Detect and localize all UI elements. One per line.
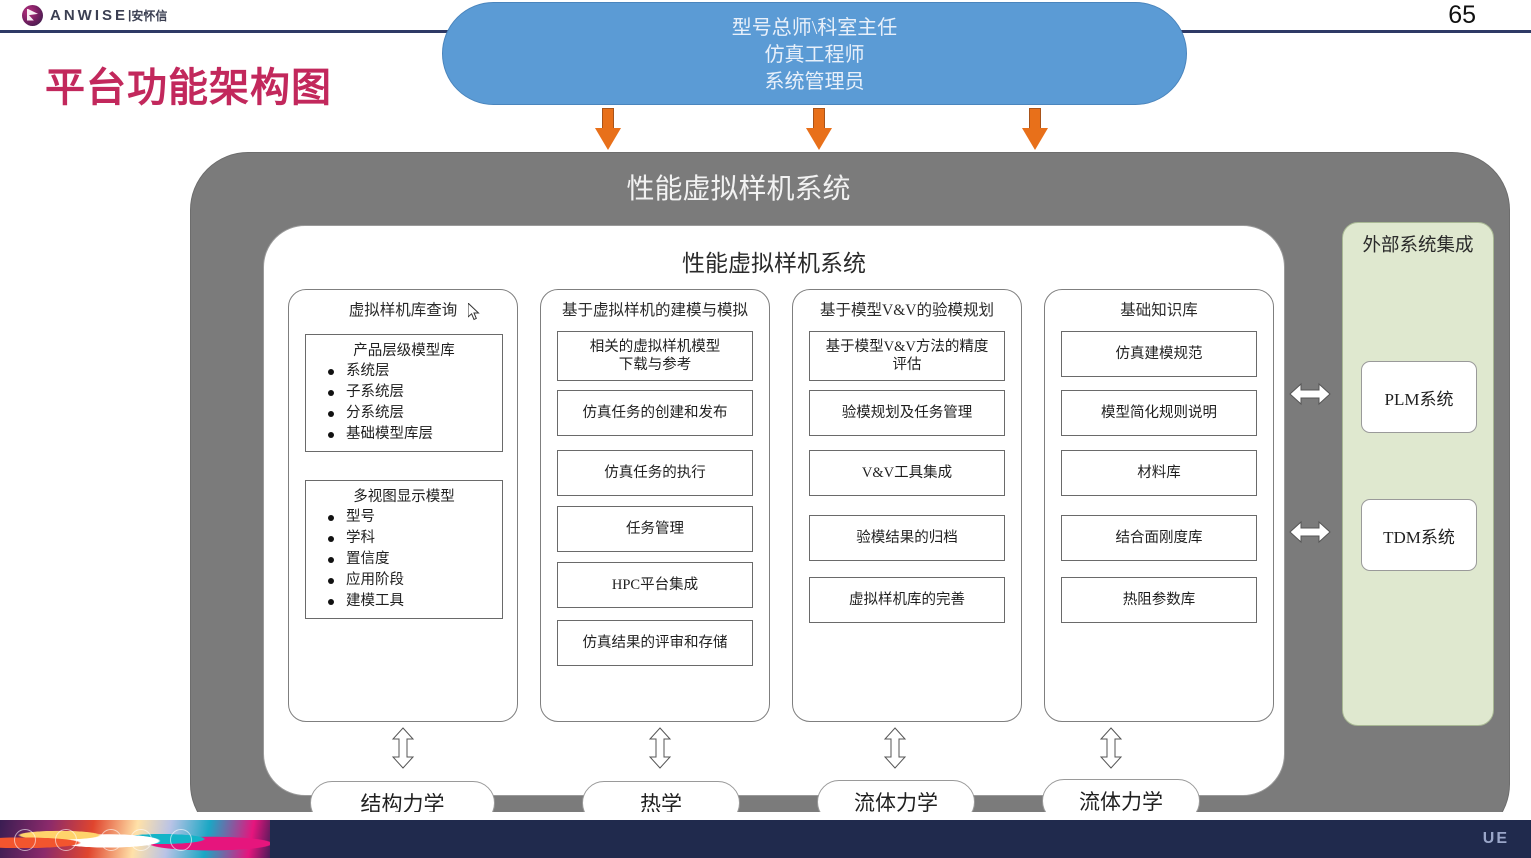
- module-column-title: 基于模型V&V的验模规划: [820, 302, 994, 319]
- role-line-1: 型号总师\科室主任: [731, 17, 898, 39]
- feature-cell[interactable]: 热阻参数库: [1061, 577, 1257, 623]
- down-arrow-icon-2: [806, 108, 832, 150]
- page-number: 65: [1448, 1, 1476, 29]
- window-edge: [0, 812, 1531, 822]
- anwise-logo: ANWISE | 安怀信: [22, 3, 167, 27]
- external-integration-title: 外部系统集成: [1362, 236, 1474, 256]
- home-icon[interactable]: [100, 829, 122, 851]
- platform-panel: 性能虚拟样机系统 虚拟样机库查询 产品层级模型库 系统层 子系统层 分系统层 基…: [263, 225, 1285, 796]
- list-item: 子系统层: [328, 382, 502, 403]
- module-column-model-query[interactable]: 虚拟样机库查询 产品层级模型库 系统层 子系统层 分系统层 基础模型库层 多视图…: [288, 289, 518, 722]
- role-line-3: 系统管理员: [764, 71, 865, 93]
- module-column-knowledge-base[interactable]: 基础知识库 仿真建模规范 模型简化规则说明 材料库 结合面刚度库 热阻参数库: [1044, 289, 1274, 722]
- double-arrow-vertical-icon-1: [390, 726, 416, 770]
- taskbar-right-label: UE: [1482, 830, 1509, 847]
- module-column-title: 基础知识库: [1120, 302, 1198, 319]
- down-arrow-icon-3: [1022, 108, 1048, 150]
- double-arrow-vertical-icon-4: [1098, 726, 1124, 770]
- role-line-2: 仿真工程师: [764, 44, 865, 66]
- feature-cell[interactable]: 仿真结果的评审和存储: [557, 620, 753, 666]
- down-arrow-icon-1: [595, 108, 621, 150]
- feature-cell[interactable]: 结合面刚度库: [1061, 515, 1257, 561]
- external-integration-panel: 外部系统集成 PLM系统 TDM系统: [1342, 222, 1494, 726]
- feature-cell[interactable]: 仿真任务的创建和发布: [557, 390, 753, 436]
- feature-cell[interactable]: 任务管理: [557, 506, 753, 552]
- system-container-title: 性能虚拟样机系统: [626, 174, 851, 205]
- group-box-multiview-model: 多视图显示模型 型号 学科 置信度 应用阶段 建模工具: [305, 480, 503, 619]
- list-item: 系统层: [328, 361, 502, 382]
- mouse-cursor-icon: [467, 301, 481, 321]
- feature-cell[interactable]: 仿真建模规范: [1061, 331, 1257, 377]
- feature-cell[interactable]: 基于模型V&V方法的精度 评估: [809, 331, 1005, 381]
- logo-chinese-name: 安怀信: [131, 8, 168, 23]
- logo-divider: |: [128, 8, 132, 22]
- list-item: 建模工具: [328, 591, 502, 612]
- page-title: 平台功能架构图: [45, 66, 332, 110]
- platform-panel-title: 性能虚拟样机系统: [682, 251, 866, 276]
- module-column-modeling-simulation[interactable]: 基于虚拟样机的建模与模拟 相关的虚拟样机模型 下载与参考 仿真任务的创建和发布 …: [540, 289, 770, 722]
- back-icon[interactable]: [14, 829, 36, 851]
- feature-cell[interactable]: 虚拟样机库的完善: [809, 577, 1005, 623]
- module-column-title: 虚拟样机库查询: [348, 302, 458, 319]
- list-item: 型号: [328, 507, 502, 528]
- anwise-logo-icon: [22, 4, 43, 26]
- logo-wordmark: ANWISE: [50, 6, 128, 24]
- double-arrow-vertical-icon-3: [882, 726, 908, 770]
- double-arrow-horizontal-icon-1: [1288, 381, 1332, 407]
- list-item: 置信度: [328, 549, 502, 570]
- list-item: 学科: [328, 528, 502, 549]
- feature-cell[interactable]: 仿真任务的执行: [557, 450, 753, 496]
- taskbar[interactable]: UE: [0, 820, 1531, 858]
- group-heading: 产品层级模型库: [353, 343, 455, 359]
- feature-cell[interactable]: HPC平台集成: [557, 562, 753, 608]
- double-arrow-vertical-icon-2: [647, 726, 673, 770]
- forward-icon[interactable]: [55, 829, 77, 851]
- list-item: 应用阶段: [328, 570, 502, 591]
- feature-cell[interactable]: 验模结果的归档: [809, 515, 1005, 561]
- external-system-plm[interactable]: PLM系统: [1361, 361, 1477, 433]
- group-box-product-hierarchy: 产品层级模型库 系统层 子系统层 分系统层 基础模型库层: [305, 334, 503, 452]
- external-system-tdm[interactable]: TDM系统: [1361, 499, 1477, 571]
- list-item: 基础模型库层: [328, 424, 502, 445]
- feature-cell[interactable]: 材料库: [1061, 450, 1257, 496]
- app-icon[interactable]: [170, 829, 192, 851]
- double-arrow-horizontal-icon-2: [1288, 519, 1332, 545]
- feature-cell[interactable]: 相关的虚拟样机模型 下载与参考: [557, 331, 753, 381]
- module-column-title: 基于虚拟样机的建模与模拟: [561, 302, 748, 319]
- list-item: 分系统层: [328, 403, 502, 424]
- feature-cell[interactable]: 模型简化规则说明: [1061, 390, 1257, 436]
- search-icon[interactable]: [130, 829, 152, 851]
- roles-banner: 型号总师\科室主任 仿真工程师 系统管理员: [442, 2, 1187, 105]
- module-column-vv-planning[interactable]: 基于模型V&V的验模规划 基于模型V&V方法的精度 评估 验模规划及任务管理 V…: [792, 289, 1022, 722]
- group-heading: 多视图显示模型: [353, 489, 455, 505]
- feature-cell[interactable]: 验模规划及任务管理: [809, 390, 1005, 436]
- system-container: 性能虚拟样机系统 性能虚拟样机系统 虚拟样机库查询 产品层级模型库 系统层 子系…: [190, 152, 1510, 842]
- feature-cell[interactable]: V&V工具集成: [809, 450, 1005, 496]
